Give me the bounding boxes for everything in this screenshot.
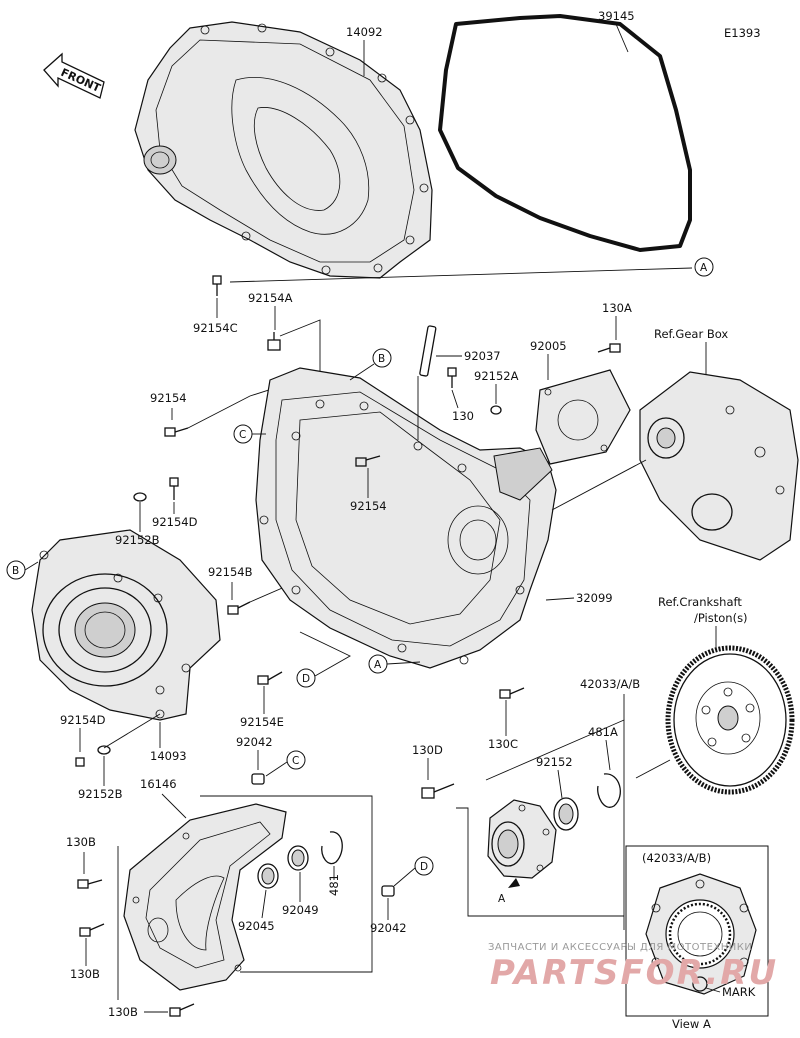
- bolt-92154d-bottom: [75, 757, 85, 767]
- part-label: 92042: [236, 735, 273, 749]
- bolt-92154c: [212, 275, 222, 296]
- flywheel-ref: [665, 645, 795, 795]
- bolt-130d: [421, 783, 455, 799]
- washer-92152a: [490, 405, 502, 415]
- part-label: 92045: [238, 919, 275, 933]
- bolt-92154: [164, 427, 189, 437]
- bolt-130: [447, 367, 457, 388]
- svg-text:C: C: [292, 755, 299, 767]
- part-label: 92154B: [208, 565, 253, 579]
- part-label: 130B: [70, 967, 100, 981]
- part-label: 130: [452, 409, 474, 423]
- gasket-92005: [535, 369, 631, 465]
- dowel-92042-bottom: [381, 885, 395, 897]
- callout-a: A: [694, 257, 714, 277]
- bolt-130b-3: [169, 1003, 195, 1017]
- seal-92152: [553, 797, 579, 831]
- svg-text:A: A: [700, 262, 708, 274]
- callout-c-bottom: C: [286, 750, 306, 770]
- bolt-130a: [597, 343, 621, 353]
- callout-d-bottom: D: [414, 856, 434, 876]
- part-label: 92154D: [152, 515, 198, 529]
- svg-text:B: B: [378, 353, 385, 365]
- part-label: 92152A: [474, 369, 519, 383]
- ref-crankshaft: Ref.Crankshaft: [658, 595, 742, 609]
- inset-title: (42033/A/B): [642, 851, 711, 865]
- dowel-92042-top: [251, 773, 265, 785]
- circlip-481: [321, 831, 343, 865]
- part-label: 130D: [412, 743, 443, 757]
- front-arrow-icon: FRONT: [43, 52, 105, 99]
- part-label: 92037: [464, 349, 501, 363]
- bolt-130b-2: [79, 923, 105, 937]
- coupling-42033: [487, 799, 557, 879]
- part-label: 92152B: [78, 787, 123, 801]
- callout-d-mid: D: [296, 668, 316, 688]
- washer-92152b-bottom: [97, 745, 111, 755]
- svg-text:A: A: [374, 659, 382, 671]
- bolt-92154b: [227, 601, 251, 615]
- part-label: 92152B: [115, 533, 160, 547]
- circlip-481a: [597, 773, 621, 808]
- svg-text:D: D: [420, 861, 428, 873]
- part-label: 92154C: [193, 321, 238, 335]
- gasket-39145: [438, 14, 692, 252]
- part-label: 130B: [66, 835, 96, 849]
- svg-text:B: B: [12, 565, 19, 577]
- inset-view-a: [625, 845, 769, 1017]
- part-label: 39145: [598, 9, 635, 23]
- bolt-92154e: [257, 671, 283, 685]
- mark-label: MARK: [722, 985, 756, 999]
- callout-c-mid: C: [233, 424, 253, 444]
- bolt-130c: [499, 687, 525, 699]
- part-label: 16146: [140, 777, 177, 791]
- part-label: 92154D: [60, 713, 106, 727]
- bolt-92154a: [267, 332, 281, 351]
- part-label: 92042: [370, 921, 407, 935]
- part-label: 32099: [576, 591, 613, 605]
- seal-92049: [287, 845, 309, 871]
- part-label: 481: [327, 874, 341, 896]
- part-label: 92152: [536, 755, 573, 769]
- ref-gear-box: Ref.Gear Box: [654, 327, 728, 341]
- inner-cover-14093: [31, 529, 221, 721]
- front-label: FRONT: [59, 66, 103, 95]
- part-label: 14093: [150, 749, 187, 763]
- view-a-label: View A: [672, 1017, 711, 1031]
- gear-box-ref: [639, 371, 799, 561]
- dowel-92037: [419, 325, 437, 377]
- callout-b-top: B: [372, 348, 392, 368]
- part-label: 130C: [488, 737, 518, 751]
- part-label: 92154: [150, 391, 187, 405]
- svg-text:C: C: [239, 429, 246, 441]
- part-label: 42033/A/B: [580, 677, 640, 691]
- part-label: 92005: [530, 339, 567, 353]
- outer-cover-14092: [134, 21, 433, 279]
- callout-a-mid: A: [368, 654, 388, 674]
- watermark-text: ЗАПЧАСТИ И АКСЕССУАРЫ ДЛЯ МОТОТЕХНИКИ: [488, 942, 752, 953]
- washer-92152b-top: [133, 492, 147, 502]
- bolt-130b-1: [77, 879, 103, 889]
- ref-piston: /Piston(s): [694, 611, 748, 625]
- part-label: 92049: [282, 903, 319, 917]
- part-label: 92154E: [240, 715, 284, 729]
- part-label: 92154: [350, 499, 387, 513]
- svg-text:D: D: [302, 673, 310, 685]
- view-a-arrow-label: A: [498, 893, 506, 905]
- part-label: 92154A: [248, 291, 293, 305]
- crankcase-32099: [255, 367, 557, 669]
- housing-16146: [123, 803, 287, 991]
- diagram-code: E1393: [724, 26, 761, 40]
- seal-92045: [257, 863, 279, 889]
- callout-b-left: B: [6, 560, 26, 580]
- part-label: 481A: [588, 725, 618, 739]
- part-label: 14092: [346, 25, 383, 39]
- part-label: 130B: [108, 1005, 138, 1019]
- part-label: 130A: [602, 301, 632, 315]
- watermark-logo: PARTSFOR.RU: [490, 953, 778, 993]
- bolt-92154d-top: [169, 477, 179, 500]
- bolt-92154-mid: [355, 455, 381, 467]
